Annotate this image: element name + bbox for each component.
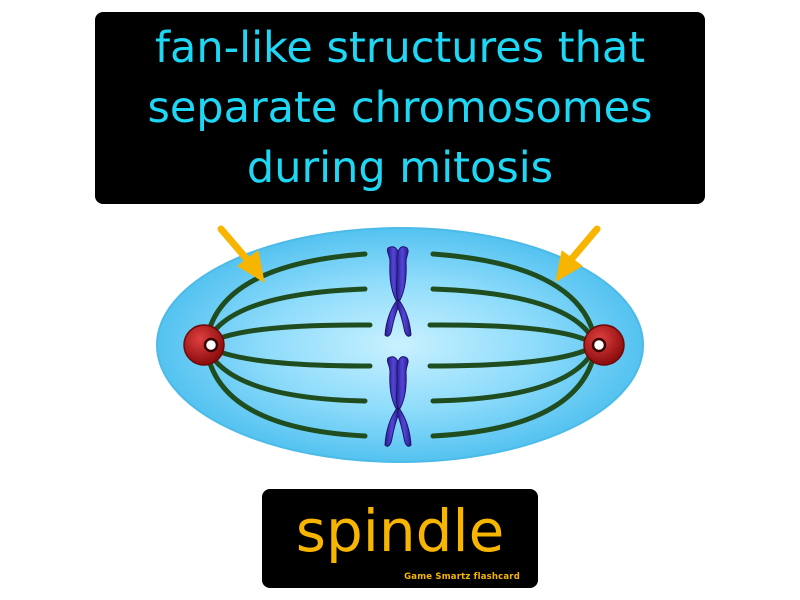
brand-label: Game Smartz flashcard	[404, 572, 520, 582]
term-box: spindle Game Smartz flashcard	[262, 489, 538, 588]
chromosome-bottom	[384, 356, 412, 447]
definition-line-3: during mitosis	[246, 143, 554, 193]
centrosome-right	[583, 324, 625, 366]
definition-line-2: separate chromosomes	[147, 83, 653, 133]
fiber-right-1	[430, 251, 599, 348]
centrosome-left	[183, 324, 225, 366]
arrow-left	[217, 225, 265, 284]
spindle-diagram	[156, 225, 644, 463]
arrow-right	[555, 225, 601, 282]
chromosome-top	[384, 246, 412, 337]
definition-line-1: fan-like structures that	[154, 23, 646, 73]
fiber-right-6	[430, 342, 599, 439]
cell-body	[156, 227, 644, 463]
definition-box: fan-like structures that separate chromo…	[95, 12, 705, 204]
term-word: spindle	[295, 497, 505, 565]
